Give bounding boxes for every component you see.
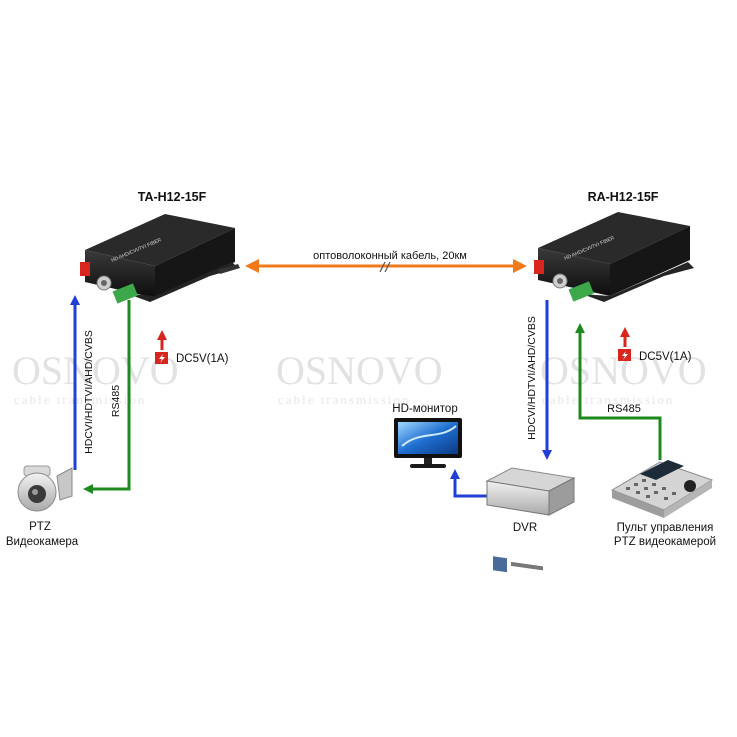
fiber-break-mark	[379, 261, 391, 273]
rs485-left-arrow	[83, 300, 131, 494]
rs485-left-label: RS485	[110, 385, 122, 417]
terminal-block-icon	[112, 283, 138, 304]
dvr-label: DVR	[513, 522, 537, 534]
monitor-label: HD-монитор	[392, 403, 457, 415]
terminal-block-icon	[568, 281, 594, 302]
watermark-tagline-3: cable transmission	[542, 392, 674, 407]
fiber-port-icon	[80, 262, 90, 276]
receiver-device: HD AHD/CVI/TVI FIBER	[534, 212, 694, 302]
watermark-tagline-2: cable transmission	[278, 392, 410, 407]
fiber-link-label: оптоволоконный кабель, 20км	[313, 250, 467, 262]
camera-label-line2: Видеокамера	[6, 536, 79, 548]
receiver-model-label: RA-H12-15F	[588, 190, 659, 204]
fiber-port-icon	[534, 260, 544, 274]
power-plug-left	[155, 330, 168, 364]
watermark-brand-2: OSNOVO	[276, 348, 443, 393]
watermark: OSNOVO OSNOVO OSNOVO cable transmission …	[12, 348, 707, 407]
transmitter-device: HD AHD/CVI/TVI FIBER	[80, 214, 240, 304]
ptz-keyboard-icon	[610, 460, 714, 518]
rs485-right-label: RS485	[607, 403, 641, 415]
transmitter-model-label: TA-H12-15F	[138, 190, 207, 204]
power-plug-right	[618, 327, 631, 361]
keyboard-label-line2: PTZ видеокамерой	[614, 536, 716, 548]
video-left-label: HDCVI/HDTVI/AHD/CVBS	[83, 330, 95, 454]
ip-camera-icon	[17, 465, 73, 512]
rs485-right-arrow	[575, 323, 662, 460]
watermark-brand-1: OSNOVO	[12, 348, 179, 393]
dvr-icon	[485, 467, 576, 573]
video-right-label: HDCVI/HDTVI/AHD/CVBS	[526, 316, 538, 440]
watermark-tagline-1: cable transmission	[14, 392, 146, 407]
keyboard-label-line1: Пульт управления	[617, 522, 714, 534]
power-right-label: DC5V(1A)	[639, 351, 692, 363]
monitor-icon	[394, 418, 462, 468]
power-left-label: DC5V(1A)	[176, 353, 229, 365]
camera-label-line1: PTZ	[29, 521, 51, 533]
dvr-to-monitor-arrow	[450, 469, 487, 498]
